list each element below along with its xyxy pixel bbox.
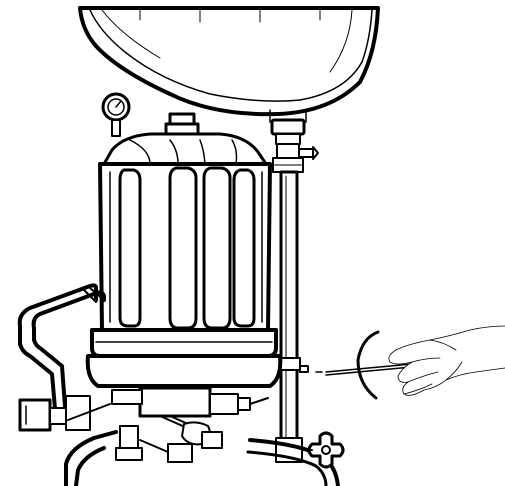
tank-cylinder-icon (85, 112, 283, 388)
valve-fittings-icon (111, 386, 269, 463)
vertical-pipe-icon (270, 118, 319, 463)
carry-handle-icon (17, 283, 111, 432)
pressure-gauge-icon (101, 92, 131, 137)
drain-bowl-icon (78, 6, 380, 123)
valve-knob-icon (301, 431, 345, 469)
hand-icon (356, 325, 505, 400)
